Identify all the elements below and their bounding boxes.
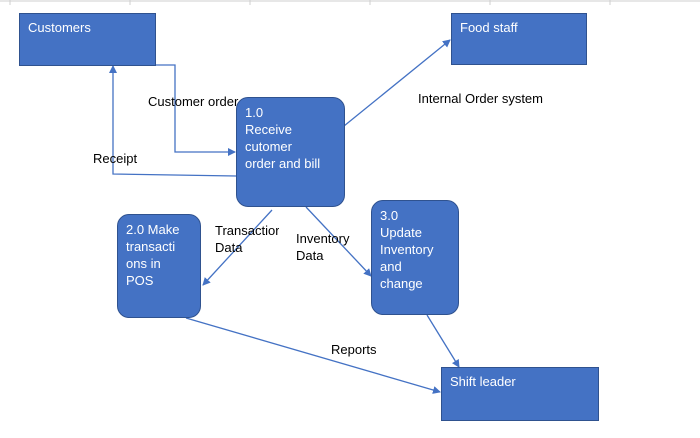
customers-entity: Customers bbox=[19, 13, 156, 66]
top-ruler-lines bbox=[0, 0, 700, 5]
reports-arrow bbox=[185, 317, 441, 394]
make-transactions-process: 2.0 Make transacti ons in POS bbox=[117, 214, 201, 318]
receive-order-process: 1.0 Receive cutomer order and bill bbox=[236, 97, 345, 207]
reports-label: Reports bbox=[331, 342, 377, 357]
inventory-data-label: Inventory Data bbox=[296, 231, 350, 263]
receipt-arrow bbox=[109, 65, 237, 177]
transaction-data-arrow bbox=[202, 209, 273, 286]
customer-order-arrow bbox=[155, 64, 236, 156]
update-inventory-process: 3.0 Update Inventory and change bbox=[371, 200, 459, 315]
transaction-data-label: Transactior Data bbox=[215, 223, 279, 255]
food-staff-entity: Food staff bbox=[451, 13, 587, 65]
inventory-data-arrow bbox=[305, 206, 372, 277]
customer-order-label: Customer order bbox=[148, 94, 239, 109]
internal-order-label: Internal Order system bbox=[418, 91, 543, 106]
inventory-to-shift-leader-arrow bbox=[426, 314, 460, 368]
receipt-label: Receipt bbox=[93, 151, 138, 166]
shift-leader-entity: Shift leader bbox=[441, 367, 599, 421]
internal-order-arrow bbox=[343, 39, 451, 127]
